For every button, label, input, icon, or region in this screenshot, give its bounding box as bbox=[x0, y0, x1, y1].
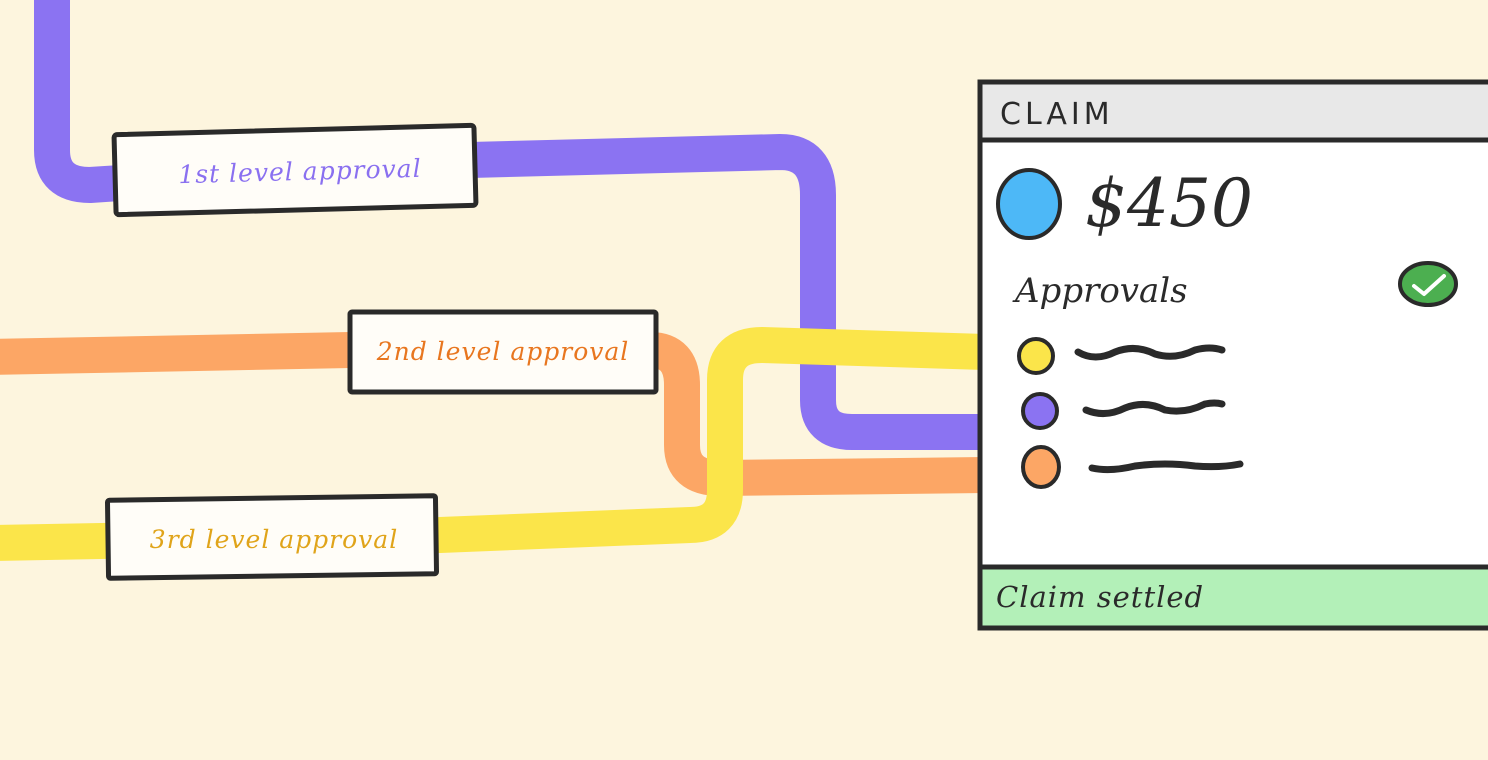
stage-3rd-level-approval: 3rd level approval bbox=[104, 493, 440, 581]
approval-row bbox=[1017, 337, 1226, 375]
claimant-avatar bbox=[996, 168, 1062, 240]
claim-card-frame bbox=[977, 79, 1488, 631]
claim-status-bar bbox=[977, 564, 1488, 631]
stage-box bbox=[347, 309, 659, 395]
purple-connector bbox=[34, 0, 1003, 450]
claim-card-header bbox=[977, 79, 1488, 143]
stage-2nd-level-approval: 2nd level approval bbox=[347, 309, 659, 395]
approval-row bbox=[1021, 445, 1244, 489]
approval-placeholder-line bbox=[1088, 460, 1244, 474]
stage-label: 2nd level approval bbox=[376, 337, 630, 366]
approval-row bbox=[1021, 392, 1226, 430]
approval-placeholder-line bbox=[1074, 344, 1226, 361]
claim-status: Claim settled bbox=[996, 580, 1204, 614]
stage-box bbox=[111, 122, 479, 218]
stage-1st-level-approval: 1st level approval bbox=[111, 122, 479, 218]
stage-label: 3rd level approval bbox=[150, 525, 398, 554]
claim-amount: $450 bbox=[1085, 165, 1253, 242]
orange-connector bbox=[0, 332, 1003, 496]
approval-dot-orange bbox=[1021, 445, 1061, 489]
approvals-heading: Approvals bbox=[1012, 271, 1188, 311]
claim-title: CLAIM bbox=[1000, 97, 1114, 132]
stage-label: 1st level approval bbox=[178, 154, 422, 189]
approval-dot-purple bbox=[1021, 392, 1059, 430]
claim-card: CLAIM $450 Approvals Claim settled bbox=[977, 79, 1488, 631]
yellow-connector bbox=[0, 327, 1003, 561]
approval-dot-yellow bbox=[1017, 337, 1055, 375]
check-circle-icon bbox=[1398, 261, 1458, 307]
approval-placeholder-line bbox=[1082, 399, 1226, 417]
stage-box bbox=[104, 493, 440, 581]
